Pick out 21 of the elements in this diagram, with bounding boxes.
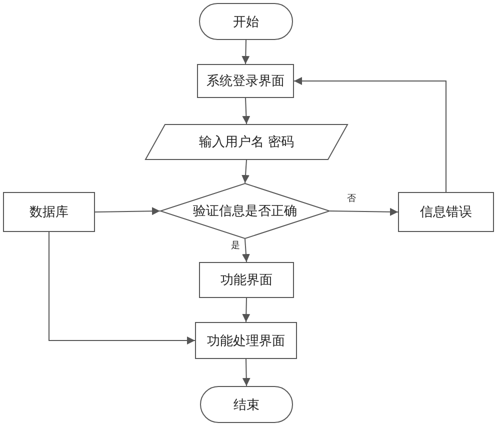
edge-label: 否	[346, 194, 357, 205]
node-label: 输入用户名 密码	[198, 134, 294, 151]
arrow	[242, 160, 250, 184]
arrow	[242, 98, 250, 124]
edge-label: 是	[230, 241, 241, 252]
node-label: 信息错误	[420, 204, 472, 221]
arrow	[94, 207, 160, 216]
node-label: 验证信息是否正确	[193, 203, 297, 220]
arrow	[242, 40, 250, 64]
arrow	[48, 232, 196, 344]
node-label: 开始	[233, 14, 259, 30]
node-label: 系统登录界面	[206, 73, 284, 90]
node-label: 结束	[234, 396, 260, 414]
arrow	[294, 77, 446, 192]
arrow	[242, 298, 250, 322]
arrow	[330, 208, 398, 216]
node-label: 功能界面	[220, 272, 272, 289]
node-label: 功能处理界面	[207, 332, 285, 350]
arrow	[242, 238, 250, 262]
node-label: 数据库	[30, 204, 68, 221]
arrow	[242, 358, 250, 386]
